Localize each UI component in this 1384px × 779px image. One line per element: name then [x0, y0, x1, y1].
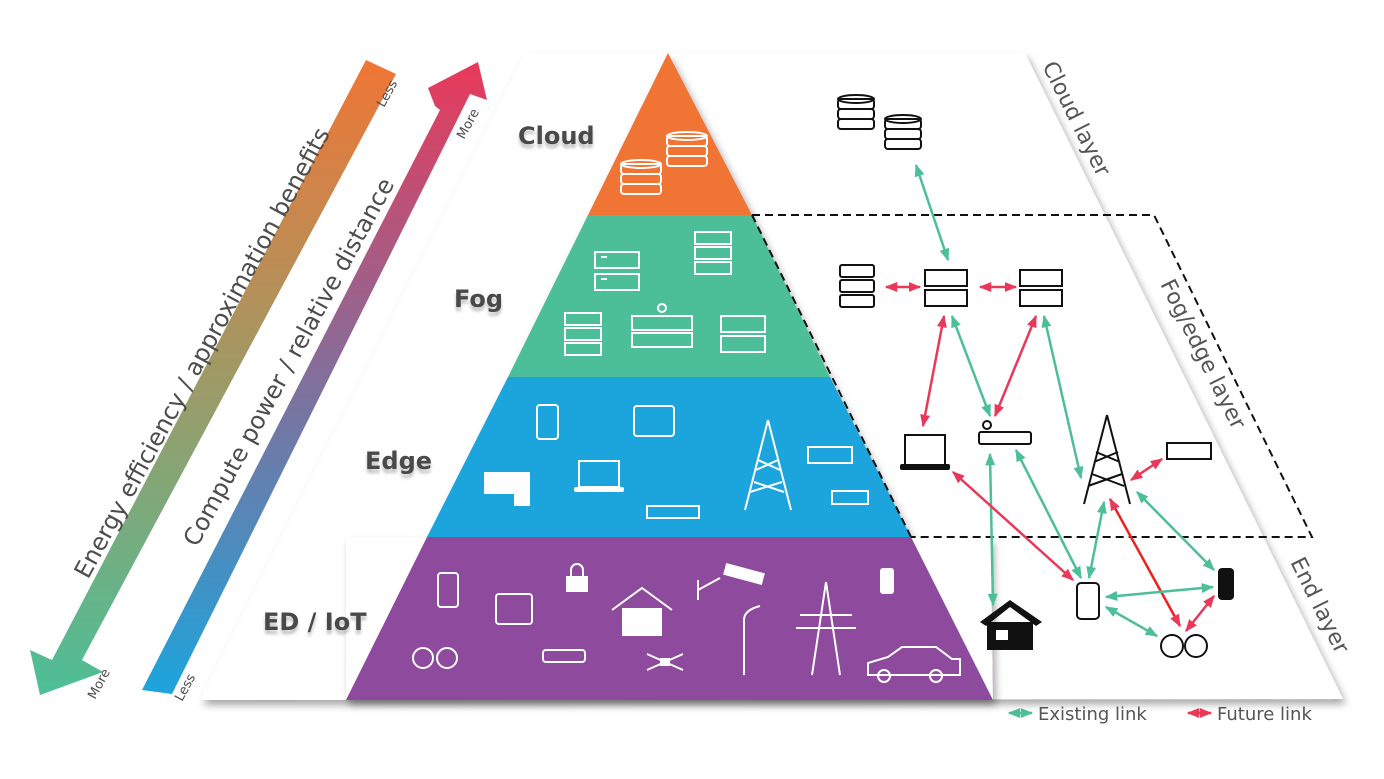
end-smartphone-icon — [1076, 582, 1100, 620]
link-existing — [914, 163, 950, 262]
security-camera-icon — [697, 563, 765, 600]
link-future — [993, 314, 1038, 418]
link-future — [920, 314, 947, 428]
energy-axis-arrow — [30, 60, 396, 695]
drone-icon — [646, 653, 684, 671]
link-existing — [1014, 448, 1083, 580]
car-icon — [867, 646, 961, 683]
cloud-icons — [620, 131, 708, 195]
link-existing — [950, 314, 992, 418]
network-links — [884, 163, 1215, 638]
tablet-icon — [633, 405, 675, 437]
label-edge: Edge — [365, 447, 432, 475]
house-icon — [611, 586, 673, 636]
link-existing — [1104, 583, 1215, 601]
database-icon — [666, 131, 708, 167]
fog-server-stack-icon — [839, 264, 875, 308]
legend-future-label: Future link — [1217, 704, 1312, 725]
link-future — [1129, 457, 1164, 482]
fog-server-rack-icon — [924, 269, 968, 307]
legend-existing-label: Existing link — [1038, 704, 1147, 725]
fog-icons — [564, 231, 766, 356]
energy-efficiency-axis — [30, 60, 396, 695]
wireless-router-icon — [631, 303, 693, 348]
edge-icons — [484, 404, 869, 519]
label-cloud: Cloud — [518, 122, 595, 150]
iot-left-mask — [346, 537, 427, 700]
link-existing — [1136, 491, 1215, 571]
server-stack-icon — [564, 312, 602, 356]
server-stack-icon — [694, 231, 732, 275]
label-ed-iot: ED / IoT — [263, 608, 367, 636]
cell-tower-icon — [744, 419, 792, 511]
edge-server-unit-icon — [1166, 442, 1212, 460]
compute-power-axis — [142, 62, 487, 694]
server-rack-icon — [594, 251, 640, 291]
database-icon — [620, 159, 662, 195]
label-fog: Fog — [454, 285, 503, 313]
edge-cell-tower-icon — [1083, 414, 1131, 505]
layer-edge — [427, 377, 911, 537]
end-house-icon — [980, 600, 1042, 650]
smartwatch-icon — [880, 568, 894, 594]
smoke-detector-icon — [542, 649, 586, 663]
link-existing — [1086, 500, 1107, 580]
tablet-icon — [495, 593, 533, 625]
end-smart-glasses-icon — [1160, 634, 1208, 658]
network-nodes — [837, 94, 1234, 658]
smart-glasses-icon — [412, 647, 458, 669]
link-existing — [1104, 605, 1159, 638]
link-future — [1185, 595, 1215, 632]
smartphone-icon — [437, 572, 459, 608]
padlock-icon — [566, 563, 588, 592]
compute-axis-arrow — [142, 62, 487, 694]
layer-iot-shape — [346, 537, 993, 700]
server-unit-icon — [807, 446, 853, 464]
power-pylon-icon — [796, 581, 856, 676]
fog-edge-region-left-border — [751, 214, 912, 538]
legend: Existing link Future link — [1007, 704, 1312, 725]
wireless-router-icon — [646, 505, 700, 519]
edge-router-icon — [978, 420, 1032, 445]
laptop-icon — [574, 460, 624, 492]
smartphone-icon — [536, 404, 559, 440]
desktop-pc-icon — [484, 472, 530, 506]
cloud-database-icon — [837, 94, 875, 130]
edge-laptop-icon — [900, 434, 950, 470]
fog-server-rack-icon — [1019, 269, 1063, 307]
end-smartwatch-icon — [1218, 568, 1234, 600]
street-lamp-icon — [743, 605, 761, 675]
cloud-database-icon — [884, 114, 922, 150]
server-rack-icon — [720, 315, 766, 353]
fog-edge-region-border — [752, 214, 1314, 538]
server-unit-small-icon — [831, 490, 869, 505]
iot-icons — [412, 563, 961, 683]
